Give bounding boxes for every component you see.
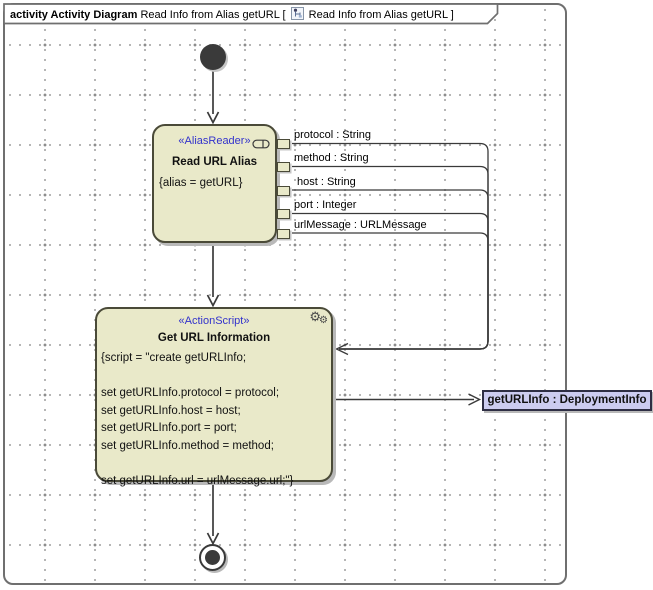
script-line bbox=[101, 368, 327, 386]
pin-label-protocol[interactable]: protocol : String bbox=[294, 129, 371, 142]
frame-kind-label: activity Activity Diagram bbox=[10, 9, 137, 21]
object-flow-to-geturlinfo[interactable] bbox=[335, 394, 480, 405]
final-node-dot bbox=[205, 550, 220, 565]
pin-label-urlmessage[interactable]: urlMessage : URLMessage bbox=[294, 219, 427, 232]
control-flow-read-to-get[interactable] bbox=[208, 246, 219, 306]
gears-icon: ⚙ ⚙ bbox=[304, 309, 328, 329]
pin-label-host[interactable]: host : String bbox=[297, 176, 356, 189]
script-line: set getURLInfo.protocol = protocol; bbox=[101, 385, 327, 403]
initial-node[interactable] bbox=[200, 44, 226, 70]
object-node-geturlinfo[interactable]: getURLInfo : DeploymentInfo bbox=[482, 390, 652, 411]
script-line bbox=[101, 455, 327, 473]
activity-diagram-icon bbox=[291, 7, 304, 25]
frame-title: activity Activity Diagram Read Info from… bbox=[10, 7, 490, 22]
pin-label-port[interactable]: port : Integer bbox=[294, 199, 356, 212]
frame-name-label: Read Info from Alias getURL [ bbox=[140, 9, 285, 21]
action-read-url-alias[interactable]: «AliasReader» Read URL Alias {alias = ge… bbox=[152, 124, 277, 243]
script-body: {script = "create getURLInfo; set getURL… bbox=[97, 350, 331, 490]
control-flow-get-to-final[interactable] bbox=[208, 484, 219, 544]
read-url-alias-name: Read URL Alias bbox=[154, 155, 275, 169]
pin-badge-icon bbox=[252, 136, 270, 154]
pin-label-method[interactable]: method : String bbox=[294, 152, 369, 165]
output-pin-host[interactable] bbox=[277, 186, 290, 196]
output-pin-method[interactable] bbox=[277, 162, 290, 172]
get-url-information-name: Get URL Information bbox=[97, 331, 331, 345]
script-line: set getURLInfo.port = port; bbox=[101, 420, 327, 438]
frame-ref-label: Read Info from Alias getURL ] bbox=[309, 9, 454, 21]
final-node[interactable] bbox=[199, 544, 226, 571]
output-pin-protocol[interactable] bbox=[277, 139, 290, 149]
read-url-alias-body: {alias = getURL} bbox=[154, 176, 275, 190]
get-url-information-stereotype: «ActionScript» bbox=[97, 314, 331, 328]
object-node-label: getURLInfo : DeploymentInfo bbox=[487, 394, 646, 406]
output-pin-urlmessage[interactable] bbox=[277, 229, 290, 239]
control-flow-initial-to-read[interactable] bbox=[208, 70, 219, 123]
script-line: set getURLInfo.method = method; bbox=[101, 438, 327, 456]
output-pin-port[interactable] bbox=[277, 209, 290, 219]
script-line: set getURLInfo.host = host; bbox=[101, 403, 327, 421]
action-get-url-information[interactable]: «ActionScript» ⚙ ⚙ Get URL Information {… bbox=[95, 307, 333, 482]
script-line: {script = "create getURLInfo; bbox=[101, 350, 327, 368]
script-line: set getURLInfo.url = urlMessage.url;"} bbox=[101, 473, 327, 491]
gear-glyph: ⚙ bbox=[319, 315, 328, 326]
